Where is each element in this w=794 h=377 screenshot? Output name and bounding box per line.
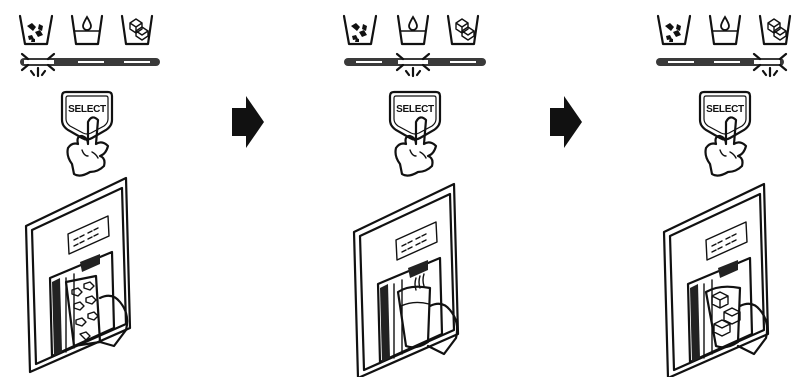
bar-segment-divider: [78, 61, 104, 63]
bar-segment-divider: [668, 61, 694, 63]
select-button-label: SELECT: [706, 104, 744, 115]
select-button-label: SELECT: [68, 104, 106, 115]
glass-cubed-ice: [706, 287, 740, 348]
cubed-ice-glass-icon: [122, 16, 152, 44]
active-segment-highlight: [398, 60, 428, 64]
next-step-arrow-icon: [550, 96, 582, 148]
select-button[interactable]: SELECT: [390, 92, 440, 176]
select-button[interactable]: SELECT: [62, 92, 112, 176]
water-glass-icon: [398, 16, 428, 44]
mode-indicator-row: [344, 16, 486, 76]
next-step-arrow-icon: [232, 96, 264, 148]
water-glass-icon: [710, 16, 740, 44]
step-panel-cubed: SELECT: [656, 16, 790, 377]
cubed-ice-glass-icon: [448, 16, 478, 44]
crushed-ice-glass-icon: [344, 16, 376, 44]
select-button[interactable]: SELECT: [700, 92, 750, 176]
crushed-ice-glass-icon: [658, 16, 690, 44]
dispenser-illustration: [354, 184, 458, 377]
dispenser-illustration: [664, 184, 768, 377]
glass-water: [398, 287, 430, 348]
select-button-label: SELECT: [396, 104, 434, 115]
mode-indicator-row: [656, 16, 790, 76]
bar-segment-divider: [714, 61, 740, 63]
bar-segment-divider: [450, 61, 476, 63]
cubed-ice-glass-icon: [760, 16, 790, 44]
step-panel-water: SELECT: [344, 16, 486, 377]
dispenser-illustration: [26, 178, 130, 372]
active-segment-highlight: [24, 60, 54, 64]
bar-segment-divider: [356, 61, 382, 63]
step-panel-crushed: SELECT: [20, 16, 160, 372]
water-glass-icon: [72, 16, 102, 44]
mode-indicator-row: [20, 16, 160, 76]
crushed-ice-glass-icon: [20, 16, 52, 44]
bar-segment-divider: [124, 61, 150, 63]
active-segment-highlight: [754, 60, 780, 64]
